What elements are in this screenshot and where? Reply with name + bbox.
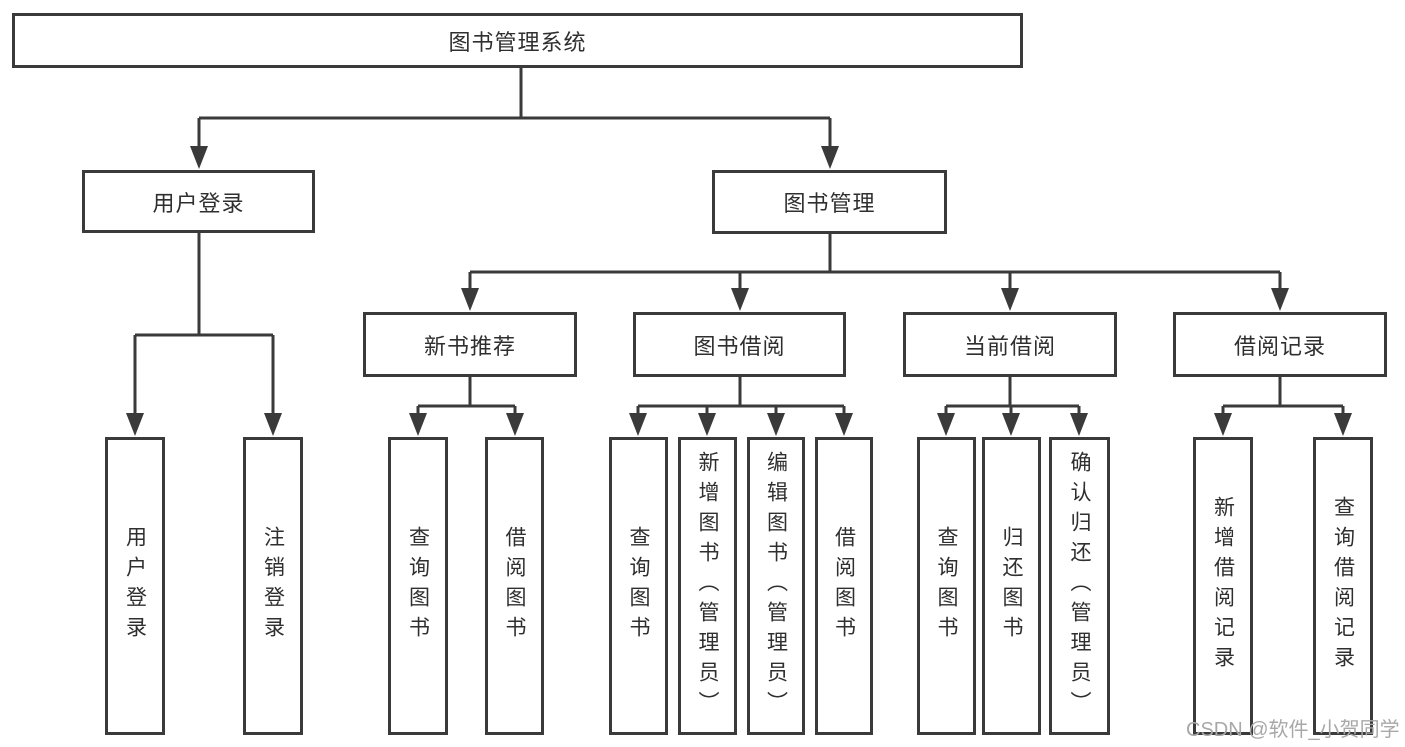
leaf-edit-books-admin: 编辑图书（管理员） [747,437,805,735]
leaf-return-books: 归还图书 [982,437,1041,735]
arrowhead-down-icon [835,413,853,436]
csdn-watermark: CSDN @软件_小贺同学 [1186,719,1400,741]
leaf-add-borrow-record: 新增借阅记录 [1193,437,1253,735]
leaf-borrow-books: 借阅图书 [815,437,873,735]
leaf-logout: 注销登录 [243,437,303,735]
node-library-management-system: 图书管理系统 [12,13,1023,68]
leaf-query-books-current: 查询图书 [917,437,976,735]
arrowhead-down-icon [821,146,839,169]
leaf-add-books-admin: 新增图书（管理员） [678,437,737,735]
arrowhead-down-icon [1002,413,1020,436]
arrowhead-down-icon [731,288,749,311]
leaf-confirm-return-admin: 确认归还（管理员） [1049,437,1110,735]
leaf-query-books-borrow: 查询图书 [609,437,668,735]
arrowhead-down-icon [937,413,955,436]
arrowhead-down-icon [1271,288,1289,311]
arrowhead-down-icon [506,413,524,436]
arrowhead-down-icon [190,146,208,169]
arrowhead-down-icon [461,288,479,311]
node-borrow-records: 借阅记录 [1173,312,1387,377]
leaf-query-borrow-record: 查询借阅记录 [1313,437,1373,735]
arrowhead-down-icon [264,413,282,436]
arrowhead-down-icon [767,413,785,436]
arrowhead-down-icon [409,413,427,436]
arrowhead-down-icon [1214,413,1232,436]
leaf-user-login: 用户登录 [105,437,165,735]
arrowhead-down-icon [126,413,144,436]
arrowhead-down-icon [1070,413,1088,436]
arrowhead-down-icon [1334,413,1352,436]
arrowhead-down-icon [698,413,716,436]
node-new-book-recommend: 新书推荐 [363,312,577,377]
leaf-borrow-books-recommend: 借阅图书 [485,437,544,735]
node-user-login: 用户登录 [82,170,315,233]
leaf-query-books-recommend: 查询图书 [388,437,448,735]
node-current-borrow: 当前借阅 [903,312,1117,377]
arrowhead-down-icon [629,413,647,436]
arrowhead-down-icon [1001,288,1019,311]
node-book-management: 图书管理 [712,170,947,234]
node-book-borrow: 图书借阅 [633,312,846,377]
